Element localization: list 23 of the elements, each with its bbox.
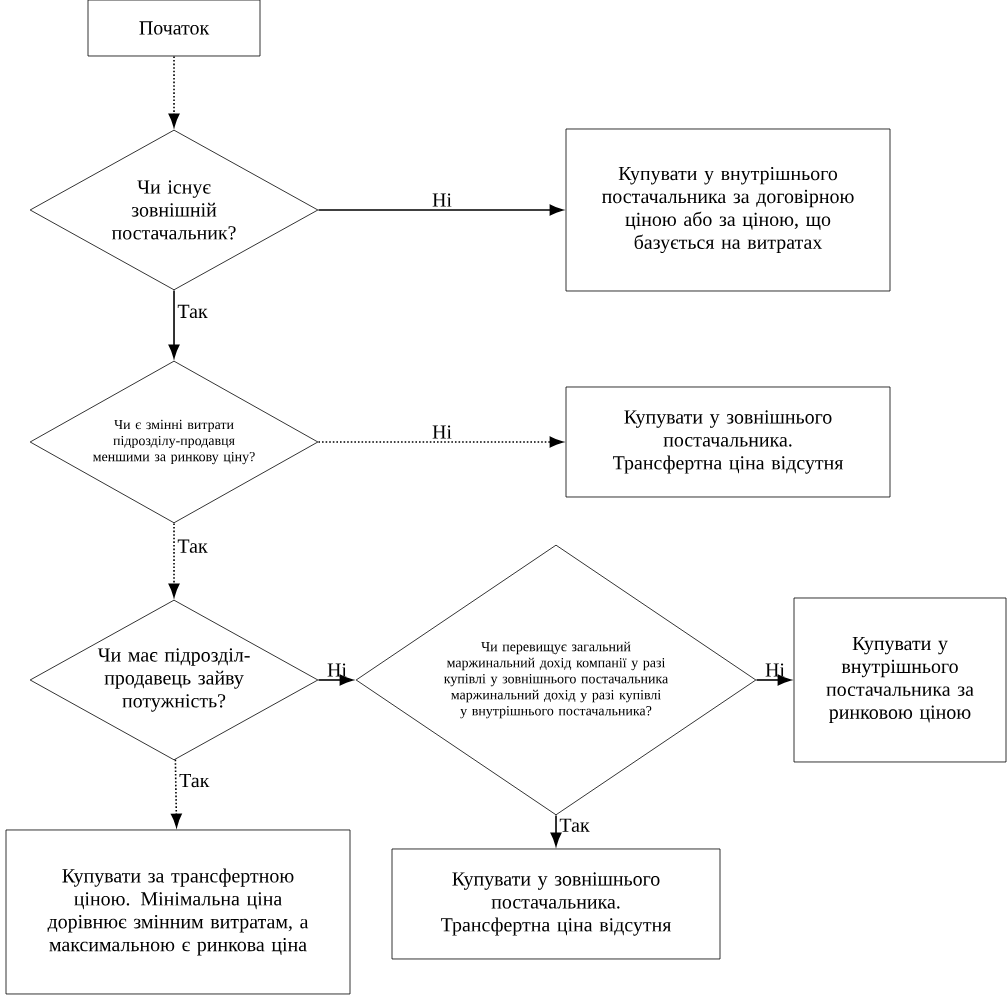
process-box: Купувати за трансфертною ціною. Мінімальна ціна дорівнює змінним витратам, а максимальною є ринкова ціна [5,829,351,995]
process-box: Купувати у зовнішнього постачальника. Трансфертна ціна відсутня [565,386,891,498]
arrow [317,674,354,686]
process-box: Купувати у внутрішнього постачальника за ринковою ціною [793,597,1007,763]
arrow [317,204,564,216]
edge-label: Так [559,818,590,832]
edge-label: Ні [327,663,347,677]
arrow [170,758,182,828]
process-box: Початок [87,0,261,57]
process-box: Купувати у внутрішнього постачальника за договірною ціною або за ціною, що базується на витратах [565,128,891,292]
edge-label: Так [179,773,210,788]
arrow [317,436,564,448]
edge-label: Ні [432,425,452,439]
arrow [168,522,180,598]
edge-label: Так [177,304,208,319]
arrow [168,289,180,359]
arrow [550,814,562,847]
arrow [755,674,792,686]
edge-label: Ні [432,193,452,207]
process-box: Купувати у зовнішнього постачальника. Трансфертна ціна відсутня [391,848,721,960]
edge-label: Так [177,539,208,553]
arrow [168,55,180,128]
edge-label: Ні [765,663,785,677]
